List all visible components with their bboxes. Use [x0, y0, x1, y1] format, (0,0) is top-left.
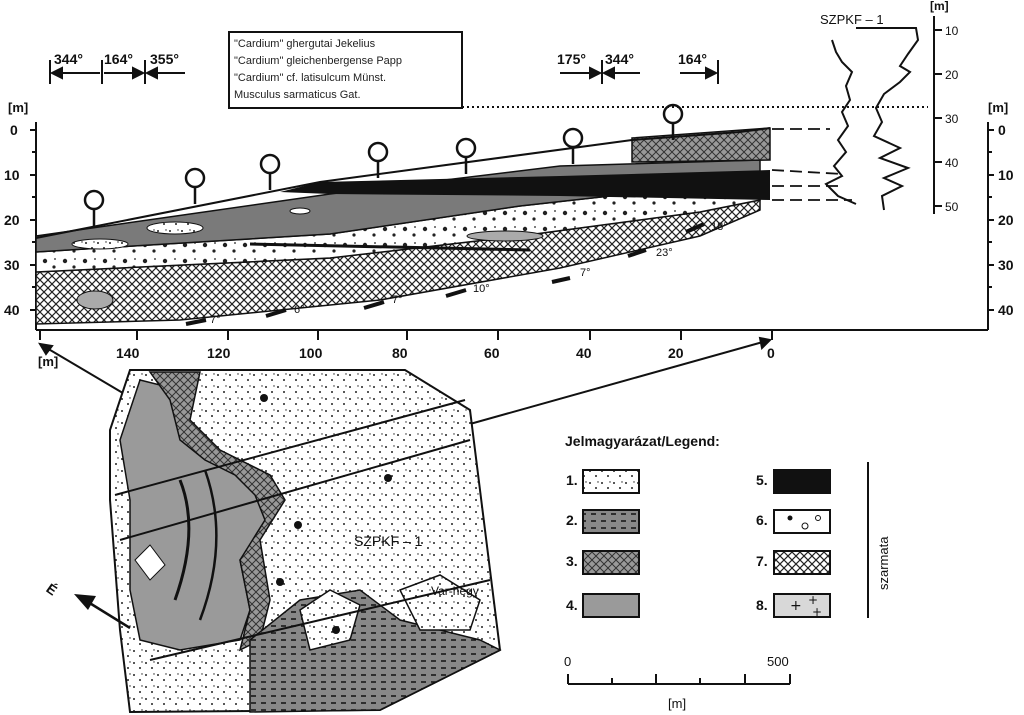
dip-label-7: 7°	[210, 314, 221, 326]
legend-item-8-label: 8.	[756, 597, 768, 613]
fossil-line-2: "Cardium" gleichenbergense Papp	[234, 55, 402, 67]
log-tick-2: 20	[945, 68, 959, 82]
depth-right-20: 20	[998, 212, 1014, 228]
legend-swatch-1	[582, 469, 640, 494]
distance-120: 120	[207, 345, 231, 361]
svg-text:+: +	[812, 605, 822, 619]
fossil-list-box: "Cardium" ghergutai Jekelius "Cardium" g…	[228, 31, 463, 109]
fossil-line-4: Musculus sarmaticus Gat.	[234, 89, 361, 101]
legend-title: Jelmagyarázat/Legend:	[565, 433, 720, 449]
distance-unit: [m]	[38, 354, 58, 369]
depth-unit-left: [m]	[8, 100, 28, 115]
depth-left-20: 20	[4, 212, 20, 228]
log-tick-1: 10	[945, 24, 959, 38]
depth-left-40: 40	[4, 302, 20, 318]
legend-swatch-8	[773, 593, 831, 618]
bearings-right	[560, 60, 719, 84]
svg-text:+: +	[808, 593, 818, 607]
legend-group-label: szarmata	[876, 536, 891, 590]
depth-right-0: 0	[998, 122, 1006, 138]
fossil-line-3: "Cardium" cf. latisulcum Münst.	[234, 72, 386, 84]
legend-item-7-label: 7.	[756, 553, 768, 569]
depth-left-10: 10	[4, 167, 20, 183]
scale-start: 0	[564, 654, 571, 669]
log-tick-4: 40	[945, 156, 959, 170]
distance-0: 0	[767, 345, 775, 361]
legend-swatch-5	[773, 469, 831, 494]
dip-label-4: 10°	[473, 283, 490, 295]
dip-label-1: 18°	[711, 221, 728, 233]
legend-swatch-2	[582, 509, 640, 534]
legend-item-3-label: 3.	[566, 553, 578, 569]
legend-swatch-3	[582, 550, 640, 575]
distance-60: 60	[484, 345, 500, 361]
geologic-map: SZPKF – 1 Var-hegy	[109, 369, 502, 714]
map-crosshatch-band	[148, 371, 286, 652]
legend-item-5-label: 5.	[756, 472, 768, 488]
distance-80: 80	[392, 345, 408, 361]
svg-text:+: +	[790, 598, 802, 614]
depth-right-30: 30	[998, 257, 1014, 273]
map-well-label: SZPKF – 1	[354, 533, 423, 549]
depth-left-30: 30	[4, 257, 20, 273]
depth-right-40: 40	[998, 302, 1014, 318]
log-unit: [m]	[930, 0, 949, 13]
legend-item-4-label: 4.	[566, 597, 578, 613]
log-title: SZPKF – 1	[820, 12, 884, 27]
dip-label-6: 6°	[294, 304, 305, 316]
cross-section: [m] 0 10 20 30 40 [m] 0 10 20 30 40	[4, 100, 1014, 369]
legend-item-2-label: 2.	[566, 512, 578, 528]
distance-100: 100	[299, 345, 323, 361]
scale-bar: 0 500 [m]	[564, 654, 791, 711]
legend-swatch-4	[582, 593, 640, 618]
tree-markers	[83, 103, 684, 226]
distance-140: 140	[116, 345, 140, 361]
dip-label-5: 7°	[392, 294, 403, 306]
legend: Jelmagyarázat/Legend: 1. 2. 3. 4. 5. 6. …	[565, 433, 891, 619]
distance-20: 20	[668, 345, 684, 361]
bearing-left-2: 164°	[104, 51, 133, 67]
distance-40: 40	[576, 345, 592, 361]
log-tick-3: 30	[945, 112, 959, 126]
depth-left-0: 0	[10, 122, 18, 138]
bearings-left	[49, 60, 185, 84]
layer-dashed-top	[631, 127, 771, 163]
depth-unit-right: [m]	[988, 100, 1008, 115]
log-curve-right	[856, 27, 920, 211]
well-log: SZPKF – 1 [m] 10 20 30 40 50	[820, 0, 959, 214]
north-label: É	[43, 580, 60, 598]
dip-symbols	[185, 222, 705, 326]
legend-swatch-7	[773, 550, 831, 575]
map-hill-label: Var-hegy	[431, 584, 479, 598]
bearing-left-3: 355°	[150, 51, 179, 67]
legend-item-1-label: 1.	[566, 472, 578, 488]
bearing-right-3: 164°	[678, 51, 707, 67]
legend-item-6-label: 6.	[756, 512, 768, 528]
log-curve-left	[824, 39, 857, 205]
fossil-line-1: "Cardium" ghergutai Jekelius	[234, 38, 376, 50]
depth-right-10: 10	[998, 167, 1014, 183]
layer-black	[280, 170, 770, 200]
bearing-right-2: 344°	[605, 51, 634, 67]
bearing-left-1: 344°	[54, 51, 83, 67]
bearing-right-1: 175°	[557, 51, 586, 67]
scale-end: 500	[767, 654, 789, 669]
log-tick-5: 50	[945, 200, 959, 214]
surface-line	[35, 127, 771, 239]
legend-swatch-6	[773, 509, 831, 534]
dip-label-3: 7°	[580, 267, 591, 279]
scale-unit: [m]	[668, 696, 686, 711]
dip-label-2: 23°	[656, 247, 673, 259]
